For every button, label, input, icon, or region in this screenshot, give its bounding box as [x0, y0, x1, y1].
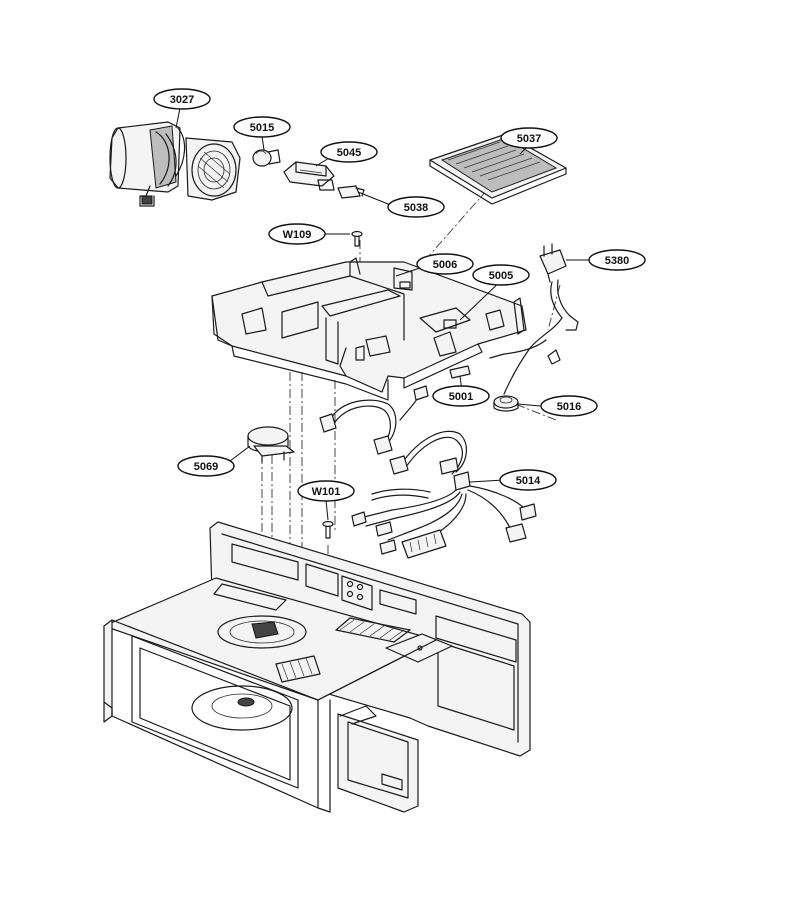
- callout-label: 5001: [449, 391, 473, 403]
- microwave-chassis: [103, 521, 531, 813]
- callout-5015: 5015: [233, 116, 291, 138]
- callout-label: 5016: [557, 401, 581, 413]
- thermostat-5016: [493, 395, 519, 412]
- thermal-fuse-5001: [449, 365, 471, 379]
- lamp-bulb: [252, 149, 281, 167]
- power-cord: [489, 243, 579, 395]
- callout-5016: 5016: [540, 395, 598, 417]
- stirrer-motor: [247, 426, 295, 463]
- callout-label: 5037: [517, 133, 541, 145]
- callout-label: W101: [312, 486, 341, 498]
- screw-w101: [322, 520, 334, 539]
- callout-5045: 5045: [320, 141, 378, 163]
- callout-label: 5005: [489, 270, 513, 282]
- control-holes: [346, 580, 364, 601]
- blower-fan-assembly: [109, 121, 241, 207]
- base-plate-assembly: [211, 257, 527, 401]
- callout-label: 3027: [170, 94, 194, 106]
- callout-5038: 5038: [387, 196, 445, 218]
- callout-5014: 5014: [499, 469, 557, 491]
- callout-5001: 5001: [432, 385, 490, 407]
- callout-w101: W101: [297, 480, 355, 502]
- callout-label: 5045: [337, 147, 361, 159]
- callout-5380: 5380: [588, 249, 646, 271]
- wire-leads: [319, 385, 429, 455]
- callout-3027: 3027: [153, 88, 211, 110]
- callout-label: 5038: [404, 202, 428, 214]
- callout-5006: 5006: [416, 253, 474, 275]
- callout-label: 5380: [605, 255, 629, 267]
- grease-filter: [429, 133, 567, 205]
- callout-label: 5015: [250, 122, 274, 134]
- wire-harness: [351, 430, 537, 559]
- connector-plug: [337, 185, 365, 199]
- callout-w109: W109: [268, 223, 326, 245]
- callout-label: W109: [283, 229, 312, 241]
- callout-label: 5006: [433, 259, 457, 271]
- callout-label: 5014: [516, 475, 541, 487]
- lamp-socket: [283, 161, 335, 191]
- callout-label: 5069: [194, 461, 218, 473]
- callout-5037: 5037: [500, 127, 558, 149]
- screw-w109: [351, 230, 363, 247]
- callout-5069: 5069: [177, 455, 235, 477]
- callout-5005: 5005: [472, 264, 530, 286]
